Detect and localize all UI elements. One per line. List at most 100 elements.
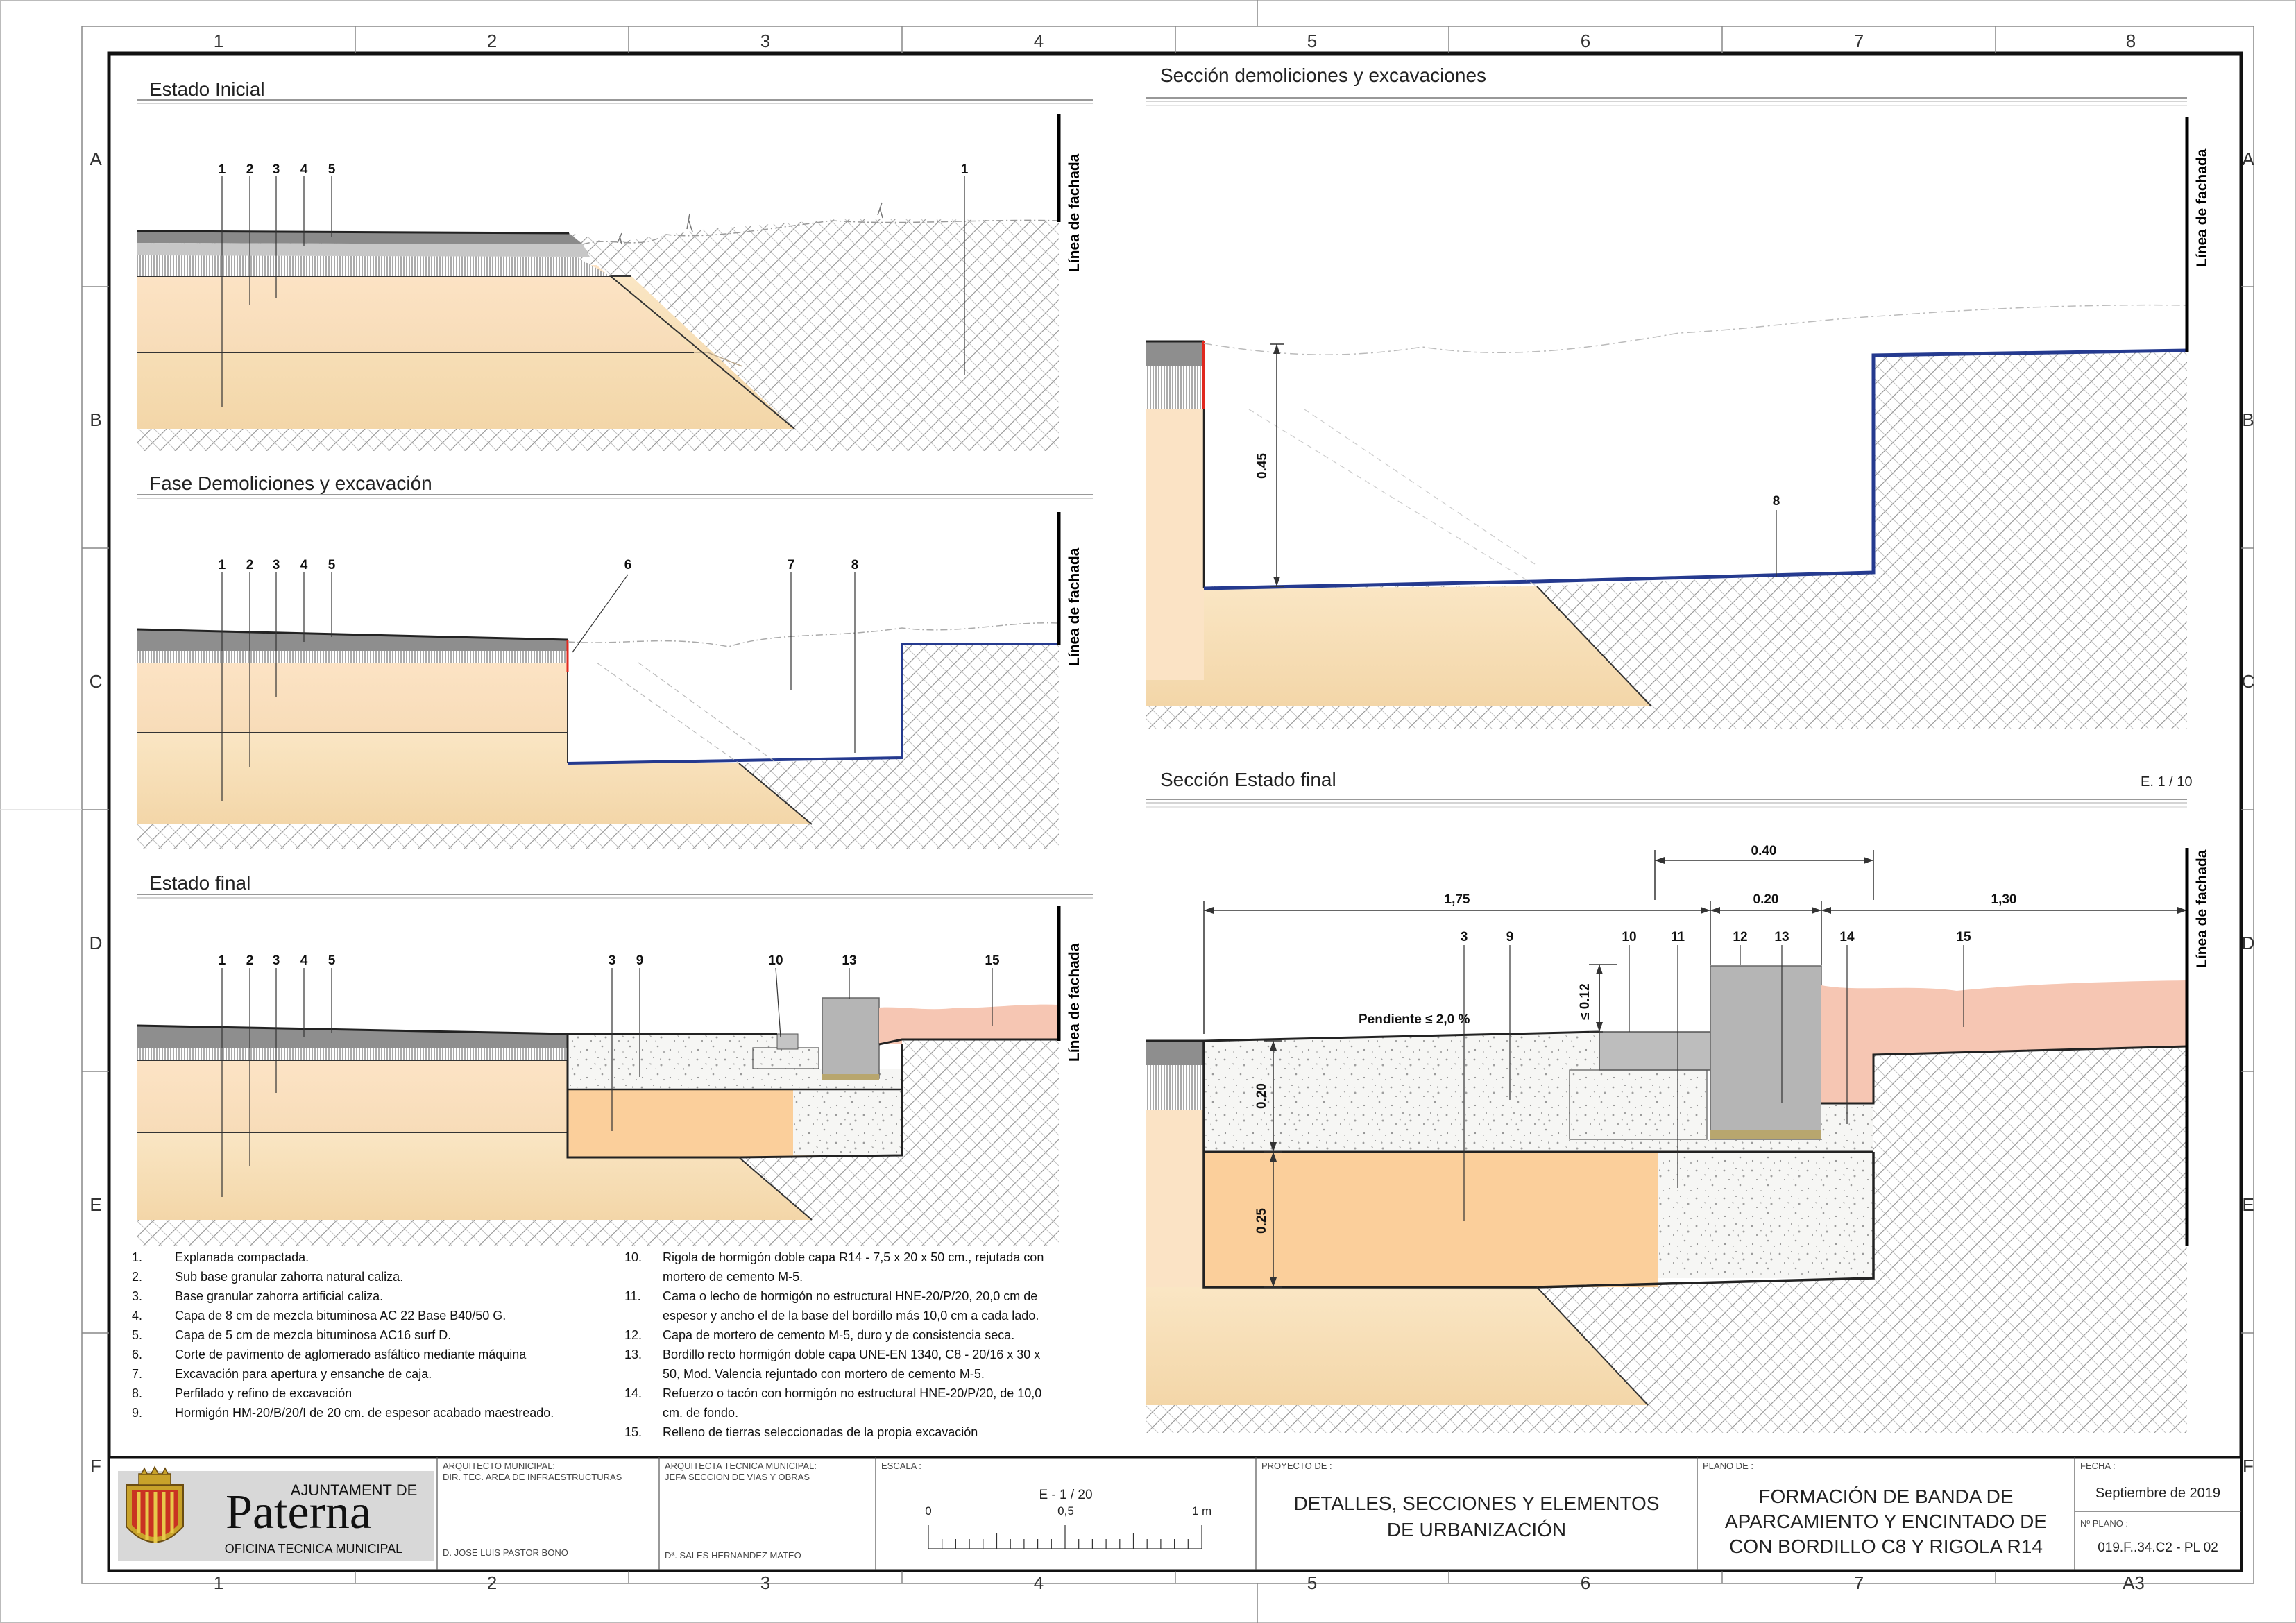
arqt-role: ARQUITECTA TECNICA MUNICIPAL: xyxy=(665,1461,817,1471)
layer-label: 12 xyxy=(1733,930,1747,944)
legend-text: Base granular zahorra artificial caliza. xyxy=(175,1289,383,1303)
layer-label: 4 xyxy=(300,953,308,968)
row-label-left: E xyxy=(90,1194,101,1215)
legend-text: Capa de 8 cm de mezcla bituminosa AC 22 … xyxy=(175,1309,506,1323)
legend-text: Rigola de hormigón doble capa R14 - 7,5 … xyxy=(663,1250,1044,1264)
layer-label: 8 xyxy=(1773,494,1780,509)
row-label-left: C xyxy=(90,671,103,692)
layer-label: 5 xyxy=(328,162,336,177)
row-label-right: E xyxy=(2242,1194,2254,1215)
row-label-right: A xyxy=(2242,148,2254,169)
col-label-top: 5 xyxy=(1307,31,1317,51)
plano-line: APARCAMIENTO Y ENCINTADO DE xyxy=(1725,1511,2047,1532)
arqt-name: Dª. SALES HERNANDEZ MATEO xyxy=(665,1550,801,1561)
layer-label: 6 xyxy=(624,558,632,572)
legend-text: Explanada compactada. xyxy=(175,1250,309,1264)
fachada-label: Línea de fachada xyxy=(2194,849,2210,968)
layer-label: 10 xyxy=(1622,930,1636,944)
escala-label: ESCALA : xyxy=(881,1461,921,1471)
layer-label: 1 xyxy=(219,558,226,572)
dim-label: 0.25 xyxy=(1255,1208,1269,1234)
legend-text: Perfilado y refino de excavación xyxy=(175,1386,352,1400)
col-label-bottom: 2 xyxy=(487,1572,497,1593)
proyecto-line: DE URBANIZACIÓN xyxy=(1387,1519,1566,1540)
dim-label: 0.40 xyxy=(1751,844,1777,858)
row-label-right: C xyxy=(2242,671,2255,692)
layer-label: 14 xyxy=(1839,930,1855,944)
title-block: AJUNTAMENT DE Paterna OFICINA TECNICA MU… xyxy=(108,1456,2243,1572)
dim-label: 1,30 xyxy=(1991,892,2017,907)
legend-number: 15. xyxy=(624,1425,642,1439)
row-label-left: F xyxy=(90,1456,101,1477)
layer-label: 3 xyxy=(273,558,280,572)
row-label-left: A xyxy=(90,148,102,169)
panel-seccion-final: Sección Estado final E. 1 / 10 xyxy=(1146,769,2210,1433)
col-label-top: 2 xyxy=(487,31,497,51)
legend: 1.Explanada compactada.2.Sub base granul… xyxy=(132,1250,1044,1439)
dim-label: ≤ 0.12 xyxy=(1578,983,1592,1020)
col-label-bottom: 1 xyxy=(214,1572,223,1593)
nplano-label: Nº PLANO : xyxy=(2080,1518,2128,1529)
legend-number: 9. xyxy=(132,1406,142,1420)
col-label-top: 6 xyxy=(1581,31,1590,51)
plano-line: CON BORDILLO C8 Y RIGOLA R14 xyxy=(1729,1536,2043,1557)
arq-name: D. JOSE LUIS PASTOR BONO xyxy=(443,1547,568,1558)
legend-text: Excavación para apertura y ensanche de c… xyxy=(175,1367,432,1381)
layer-label: 9 xyxy=(1506,930,1514,944)
fachada-label: Línea de fachada xyxy=(1066,943,1082,1062)
layer-label: 11 xyxy=(1671,930,1685,944)
scale-tick-label: 0 xyxy=(925,1504,931,1518)
org-line2: OFICINA TECNICA MUNICIPAL xyxy=(225,1542,402,1556)
legend-text: Hormigón HM-20/B/20/I de 20 cm. de espes… xyxy=(175,1406,554,1420)
layer-label: 8 xyxy=(851,558,859,572)
row-label-left: D xyxy=(90,933,103,953)
grid-frame xyxy=(81,26,2254,1584)
slope-label: Pendiente ≤ 2,0 % xyxy=(1359,1012,1470,1027)
org-name: Paterna xyxy=(226,1486,371,1539)
fachada-label: Línea de fachada xyxy=(1066,153,1082,272)
col-label-bottom: 5 xyxy=(1307,1572,1317,1593)
arq-role: ARQUITECTO MUNICIPAL: xyxy=(443,1461,555,1471)
arqt-role-2: JEFA SECCION DE VIAS Y OBRAS xyxy=(665,1472,810,1482)
legend-number: 3. xyxy=(132,1289,142,1303)
col-label-bottom: 4 xyxy=(1034,1572,1044,1593)
row-label-right: F xyxy=(2243,1456,2254,1477)
panel-title: Fase Demoliciones y excavación xyxy=(149,473,432,494)
fecha-value: Septiembre de 2019 xyxy=(2095,1486,2220,1501)
col-label-bottom: 7 xyxy=(1854,1572,1864,1593)
legend-text: Refuerzo o tacón con hormigón no estruct… xyxy=(663,1386,1041,1400)
layer-label: 2 xyxy=(246,953,254,968)
layer-label: 1 xyxy=(219,953,226,968)
legend-text: Bordillo recto hormigón doble capa UNE-E… xyxy=(663,1348,1040,1361)
legend-number: 12. xyxy=(624,1328,642,1342)
panel-title: Sección demoliciones y excavaciones xyxy=(1160,65,1486,86)
panel-title: Estado Inicial xyxy=(149,78,265,100)
coat-of-arms-icon xyxy=(126,1465,184,1543)
layer-label: 5 xyxy=(328,558,336,572)
layer-label: 2 xyxy=(246,162,254,177)
legend-number: 5. xyxy=(132,1328,142,1342)
legend-text: Capa de 5 cm de mezcla bituminosa AC16 s… xyxy=(175,1328,451,1342)
layer-label: 10 xyxy=(768,953,783,968)
dim-label: 0.45 xyxy=(1255,453,1270,479)
legend-text: espesor y ancho el de la base del bordil… xyxy=(663,1309,1039,1323)
proyecto-line: DETALLES, SECCIONES Y ELEMENTOS xyxy=(1294,1493,1660,1514)
layer-label: 13 xyxy=(842,953,856,968)
dim-label: 0.20 xyxy=(1255,1083,1269,1109)
layer-label: 7 xyxy=(788,558,795,572)
layer-label: 15 xyxy=(1956,930,1971,944)
layer-label: 13 xyxy=(1774,930,1789,944)
legend-text: mortero de cemento M-5. xyxy=(663,1270,803,1284)
scale-bar xyxy=(928,1525,1202,1549)
col-label-top: 3 xyxy=(760,31,770,51)
scale-tick-label: 1 m xyxy=(1192,1504,1211,1518)
plano-line: FORMACIÓN DE BANDA DE xyxy=(1758,1486,2013,1507)
grid-row-labels: A B C D E F A B C D E F xyxy=(90,148,2255,1477)
arq-role-2: DIR. TEC. AREA DE INFRAESTRUCTURAS xyxy=(443,1472,622,1482)
layer-label: 3 xyxy=(609,953,616,968)
layer-label: 5 xyxy=(328,953,336,968)
fecha-label: FECHA : xyxy=(2080,1461,2116,1471)
